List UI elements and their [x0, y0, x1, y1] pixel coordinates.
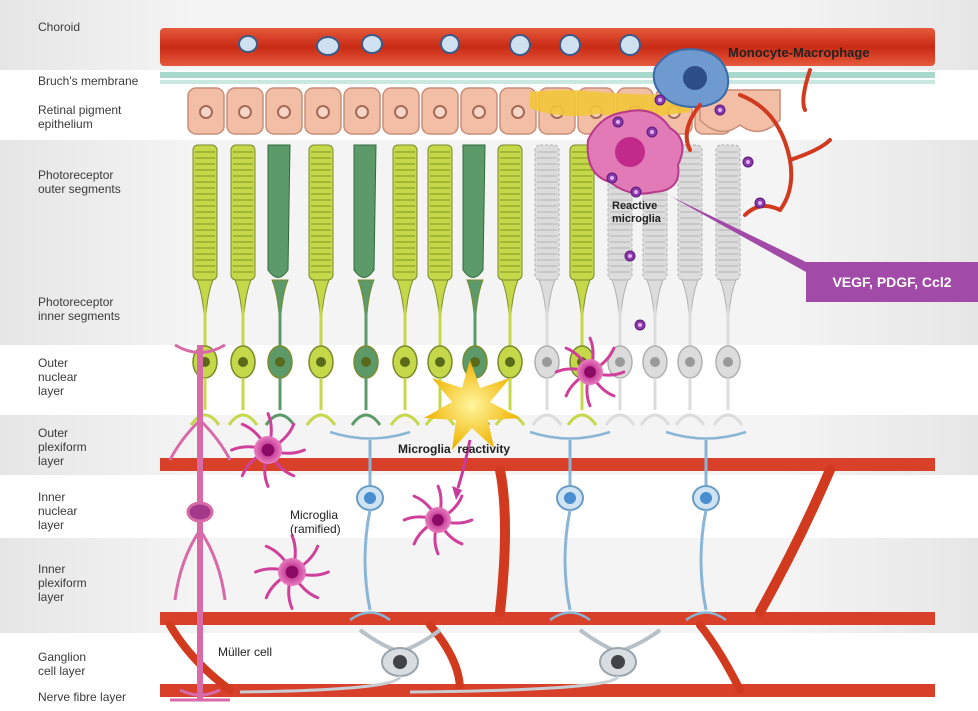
cytokine-core: [628, 254, 632, 258]
rpe-nucleus: [239, 106, 251, 118]
cytokine-core: [638, 323, 642, 327]
label-outer-segments: Photoreceptor outer segments: [38, 168, 121, 196]
cone-outer-segment: [354, 145, 376, 278]
cytokine-core: [658, 98, 662, 102]
label-bruchs-membrane: Bruch's membrane: [38, 74, 138, 88]
annotation-reactive-microglia: Reactive microglia: [612, 200, 661, 226]
cytokine-core: [758, 201, 762, 205]
photoreceptor-nucleus: [361, 357, 371, 367]
bipolar-nucleus: [364, 492, 376, 504]
photoreceptor-nucleus: [238, 357, 248, 367]
cytokine-core: [616, 120, 620, 124]
label-choroid: Choroid: [38, 20, 80, 34]
rpe-nucleus: [200, 106, 212, 118]
cytokine-core: [634, 190, 638, 194]
rpe-nucleus: [512, 106, 524, 118]
cone-outer-segment: [463, 145, 485, 278]
label-inner-segments: Photoreceptor inner segments: [38, 295, 120, 323]
bruchs-membrane: [160, 72, 935, 84]
rpe-nucleus: [395, 106, 407, 118]
photoreceptor-nucleus: [316, 357, 326, 367]
label-outer-nuclear: Outer nuclear layer: [38, 356, 77, 398]
label-outer-plexiform: Outer plexiform layer: [38, 426, 87, 468]
photoreceptor-nucleus: [542, 357, 552, 367]
photoreceptor-nucleus: [400, 357, 410, 367]
bipolar-nucleus: [564, 492, 576, 504]
rpe-nucleus: [473, 106, 485, 118]
factors-callout: VEGF, PDGF, Ccl2: [806, 262, 978, 302]
photoreceptor-nucleus: [723, 357, 733, 367]
label-nerve-fibre: Nerve fibre layer: [38, 690, 126, 704]
label-inner-plexiform: Inner plexiform layer: [38, 562, 87, 604]
band-photoreceptor: [0, 140, 978, 345]
cytokine-core: [650, 130, 654, 134]
microglia-nucleus: [286, 566, 299, 579]
rpe-nucleus: [278, 106, 290, 118]
microglia-nucleus: [432, 514, 444, 526]
bipolar-nucleus: [700, 492, 712, 504]
rpe-nucleus: [317, 106, 329, 118]
cytokine-core: [718, 108, 722, 112]
cytokine-core: [746, 160, 750, 164]
photoreceptor-nucleus: [685, 357, 695, 367]
label-rpe: Retinal pigment epithelium: [38, 103, 121, 131]
annotation-muller-cell: Müller cell: [218, 645, 272, 659]
photoreceptor-nucleus: [650, 357, 660, 367]
photoreceptor-nucleus: [275, 357, 285, 367]
rpe-nucleus: [434, 106, 446, 118]
cytokine-core: [610, 176, 614, 180]
annotation-microglia-reactivity: Microglia reactivity: [398, 442, 510, 456]
annotation-microglia-ramified: Microglia (ramified): [290, 508, 341, 536]
microglia-nucleus: [584, 366, 596, 378]
label-inner-nuclear: Inner nuclear layer: [38, 490, 77, 532]
photoreceptor-nucleus: [435, 357, 445, 367]
photoreceptor-nucleus: [505, 357, 515, 367]
rpe-nucleus: [356, 106, 368, 118]
cone-outer-segment: [268, 145, 290, 278]
label-ganglion: Ganglion cell layer: [38, 650, 86, 678]
annotation-monocyte-macrophage: Monocyte-Macrophage: [728, 45, 870, 60]
photoreceptor-nucleus: [615, 357, 625, 367]
microglia-nucleus: [262, 444, 275, 457]
